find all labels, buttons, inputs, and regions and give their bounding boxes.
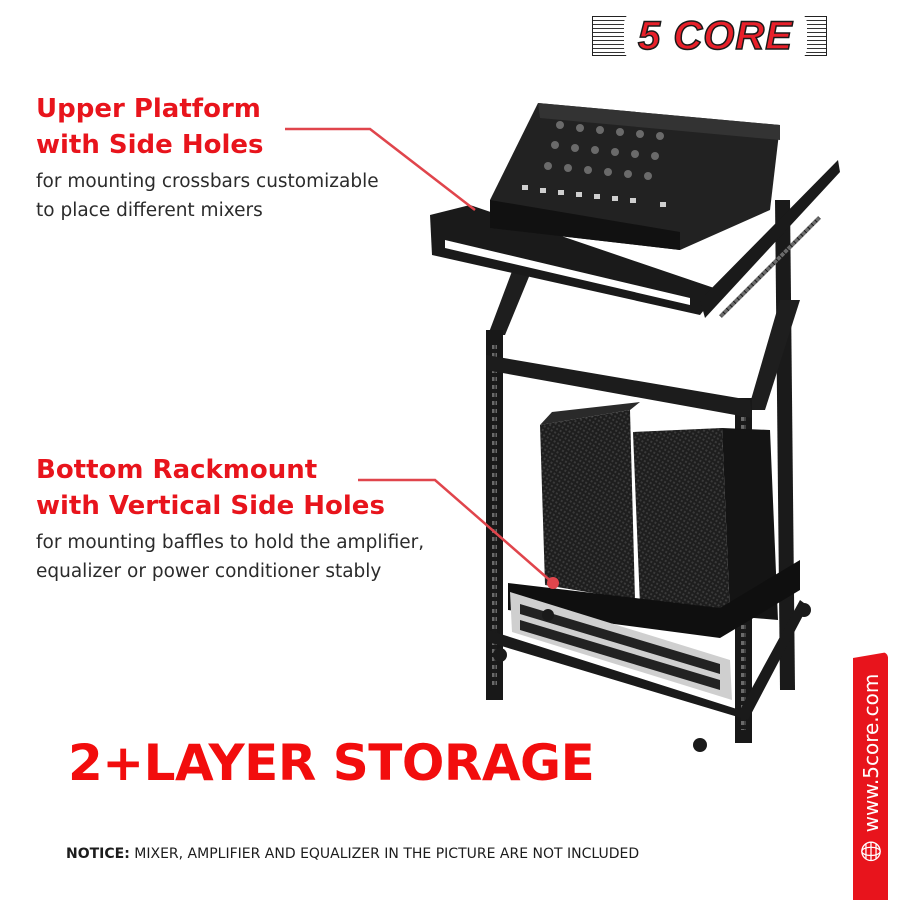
notice-label: NOTICE: (66, 846, 130, 862)
feature-bottom-headline-line2: with Vertical Side Holes (36, 491, 385, 521)
rack-holes (492, 345, 746, 730)
feature-upper-description-line2: to place different mixers (36, 200, 263, 221)
speaker-left (540, 402, 640, 600)
lower-frame-crossbar (486, 355, 752, 418)
support-arm-left (488, 250, 540, 335)
amplifier (510, 592, 732, 700)
support-arm-right (748, 300, 800, 410)
callout-dot-bottom (547, 577, 559, 589)
feature-bottom-description-line1: for mounting baffles to hold the amplifi… (36, 532, 425, 553)
feature-bottom-description: for mounting baffles to hold the amplifi… (36, 528, 424, 586)
amp-shelf (508, 560, 800, 638)
feature-upper-description: for mounting crossbars customizable to p… (36, 167, 379, 225)
feature-upper-description-line1: for mounting crossbars customizable (36, 171, 379, 192)
upper-platform-side-rail (700, 160, 840, 318)
notice-text: MIXER, AMPLIFIER AND EQUALIZER IN THE PI… (129, 846, 640, 862)
website-tab[interactable]: www.5core.com (853, 652, 888, 900)
speaker-right (633, 428, 778, 620)
feature-bottom-headline: Bottom Rackmount with Vertical Side Hole… (36, 452, 385, 524)
feature-upper-headline-line2: with Side Holes (36, 130, 264, 160)
feature-bottom-description-line2: equalizer or power conditioner stably (36, 561, 382, 582)
upper-platform-inner (445, 240, 690, 305)
front-rail-right (735, 398, 752, 743)
website-label[interactable]: www.5core.com (859, 674, 883, 863)
globe-www-icon (860, 841, 881, 862)
brand-logo: 5 CORE (592, 10, 827, 62)
rear-upright (775, 200, 795, 690)
base-frame (488, 600, 808, 720)
website-url[interactable]: www.5core.com (858, 673, 883, 833)
feature-upper-headline-line1: Upper Platform (36, 94, 261, 124)
main-title: 2+LAYER STORAGE (68, 734, 595, 792)
logo-wordmark: 5 CORE (624, 10, 807, 62)
casters (493, 603, 811, 752)
feature-bottom-headline-line1: Bottom Rackmount (36, 455, 318, 485)
front-rail-left (486, 330, 503, 700)
feature-upper-headline: Upper Platform with Side Holes (36, 91, 264, 163)
notice-disclaimer: NOTICE: MIXER, AMPLIFIER AND EQUALIZER I… (66, 846, 639, 862)
audio-mixer (490, 103, 780, 250)
upper-platform-frame (430, 205, 720, 315)
